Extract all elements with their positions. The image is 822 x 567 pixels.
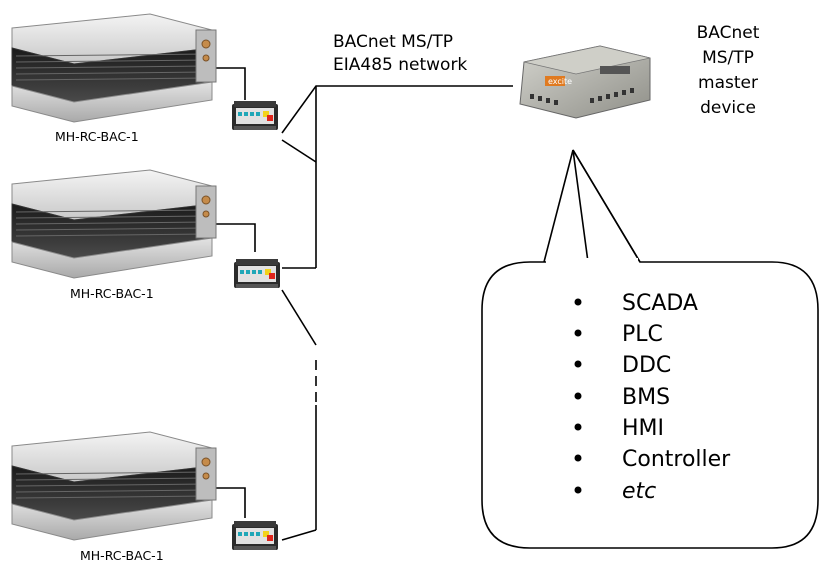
bullet-icon bbox=[574, 454, 582, 462]
indoor-unit-2 bbox=[11, 169, 217, 279]
callout-item-plc: PLC bbox=[622, 322, 663, 347]
bullet-icon bbox=[574, 486, 582, 494]
indoor-unit-3 bbox=[11, 431, 217, 541]
callout-bubble bbox=[481, 149, 819, 549]
master-logo: excite bbox=[548, 77, 572, 86]
interface-module-3 bbox=[232, 521, 278, 550]
bullet-icon bbox=[574, 298, 582, 306]
callout-list: SCADA PLC DDC BMS HMI Controller etc bbox=[574, 291, 731, 504]
callout-item-scada: SCADA bbox=[622, 291, 698, 316]
interface-module-1 bbox=[232, 101, 278, 130]
bullet-icon bbox=[574, 360, 582, 368]
bullet-icon bbox=[574, 329, 582, 337]
bullet-icon bbox=[574, 392, 582, 400]
unit-2-label: MH-RC-BAC-1 bbox=[70, 286, 154, 301]
network-label-line2: EIA485 network bbox=[333, 55, 467, 75]
callout-item-controller: Controller bbox=[622, 447, 731, 472]
callout-item-hmi: HMI bbox=[622, 416, 664, 441]
master-label-line3: master bbox=[698, 73, 758, 93]
indoor-unit-1 bbox=[11, 13, 217, 123]
master-label-line4: device bbox=[700, 98, 756, 118]
master-label-line2: MS/TP bbox=[702, 48, 754, 68]
bullet-icon bbox=[574, 423, 582, 431]
network-label-line1: BACnet MS/TP bbox=[333, 32, 453, 52]
unit-1-label: MH-RC-BAC-1 bbox=[55, 129, 139, 144]
callout-item-etc: etc bbox=[622, 479, 656, 504]
bus-wiring bbox=[216, 67, 513, 541]
unit-3-label: MH-RC-BAC-1 bbox=[80, 548, 164, 563]
master-device: excite bbox=[519, 45, 651, 119]
master-label-line1: BACnet bbox=[697, 23, 760, 43]
callout-item-ddc: DDC bbox=[622, 353, 671, 378]
interface-module-2 bbox=[234, 259, 280, 288]
callout-item-bms: BMS bbox=[622, 385, 670, 410]
